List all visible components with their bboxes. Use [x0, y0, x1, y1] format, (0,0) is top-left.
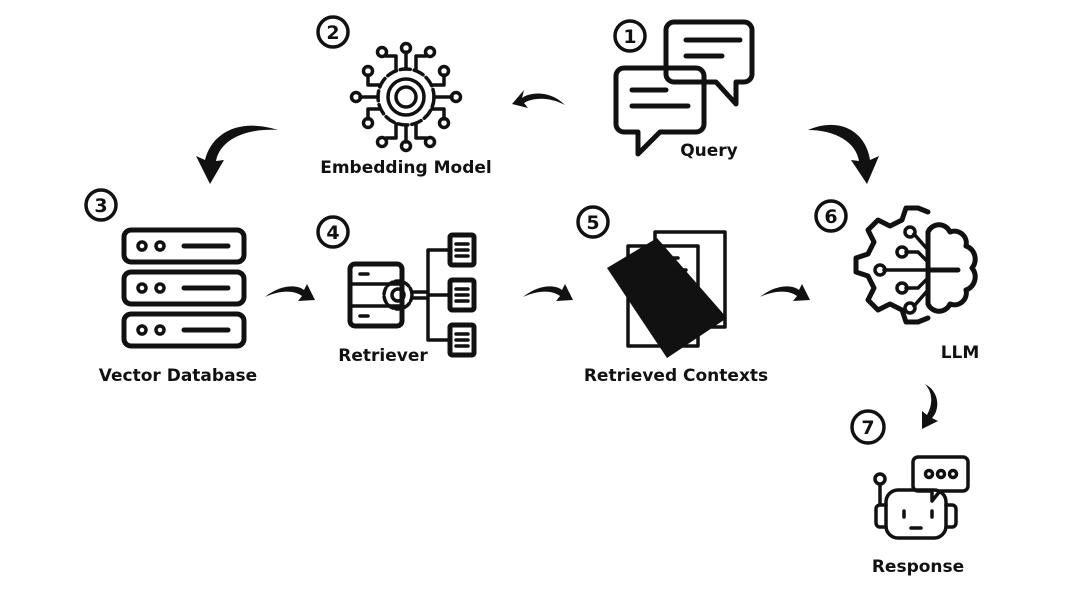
step-number: 1	[623, 26, 636, 48]
arrow-contexts-to-llm	[760, 284, 810, 301]
step-label: Vector Database	[99, 366, 257, 386]
step-retrieved-contexts: 5 Retrieved Contexts	[576, 205, 768, 386]
arrow-embedding-to-vectordb	[196, 125, 278, 184]
step-label: Response	[872, 557, 964, 577]
step-label: Retriever	[338, 346, 428, 366]
documents-icon	[607, 230, 727, 358]
step-label: Embedding Model	[320, 158, 492, 178]
gear-circuit-icon	[349, 41, 463, 153]
brain-gear-icon	[853, 205, 978, 325]
step-number-circle	[850, 409, 886, 445]
arrow-llm-to-response	[922, 384, 938, 429]
step-response: 7 Response	[850, 409, 970, 577]
server-stack-icon	[121, 227, 247, 349]
step-number: 5	[586, 212, 599, 234]
step-number: 7	[861, 417, 874, 439]
step-number-circle	[84, 188, 118, 222]
step-label: LLM	[941, 343, 980, 363]
step-number: 3	[94, 195, 107, 217]
step-number-circle	[316, 215, 350, 249]
arrow-vectordb-to-retriever	[265, 284, 315, 301]
chat-bubbles-icon	[613, 19, 755, 157]
step-number: 2	[326, 22, 339, 44]
step-retriever: 4 Retriever	[316, 215, 477, 366]
step-label: Query	[680, 141, 738, 161]
step-number-circle	[576, 205, 610, 239]
step-vector-database: 3 Vector Database	[84, 188, 257, 386]
step-number: 4	[326, 222, 339, 244]
step-number-circle	[814, 199, 848, 233]
step-embedding-model: 2 Embedding Model	[316, 15, 492, 178]
retriever-documents-icon	[347, 232, 477, 358]
step-number-circle	[316, 15, 350, 49]
step-llm: 6 LLM	[814, 199, 980, 363]
step-query: 1 Query	[613, 19, 755, 161]
step-number-circle	[613, 19, 647, 53]
step-number: 6	[824, 206, 837, 228]
step-label: Retrieved Contexts	[584, 366, 768, 386]
arrow-query-to-llm	[808, 124, 879, 184]
robot-chat-icon	[873, 455, 970, 540]
arrow-query-to-embedding	[512, 90, 565, 108]
arrow-retriever-to-contexts	[523, 284, 573, 301]
